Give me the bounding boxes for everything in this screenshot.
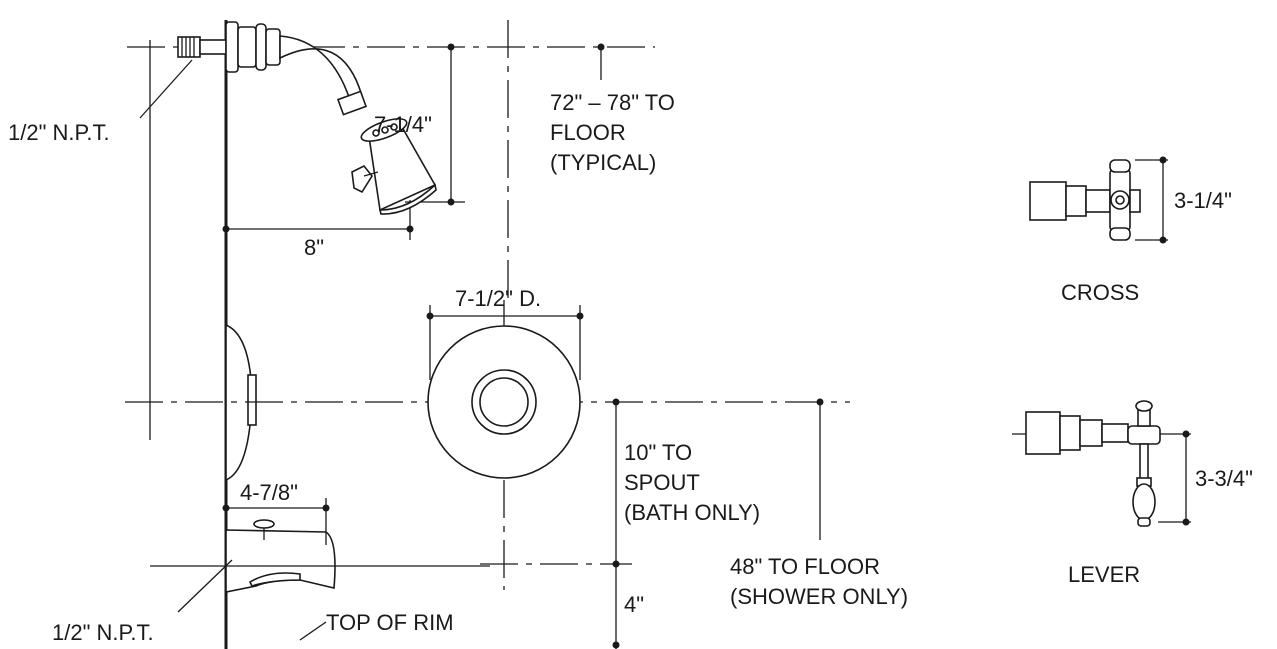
- label-top-of-rim: TOP OF RIM: [326, 610, 454, 635]
- label-floor-72-78-line2: FLOOR: [550, 120, 626, 145]
- dimension-7-1-2-d: [426, 305, 584, 380]
- lever-dimension: [1158, 430, 1191, 526]
- cross-dimension: [1135, 156, 1168, 244]
- label-7-1-4: 7-1/4": [374, 112, 432, 137]
- wall: [149, 20, 228, 649]
- label-spout-line3: (BATH ONLY): [624, 500, 760, 525]
- label-8: 8": [304, 235, 324, 260]
- escutcheon-front-icon: [427, 325, 581, 479]
- label-cross-dimension: 3-1/4": [1174, 188, 1232, 213]
- leader-npt-bottom: [177, 559, 233, 613]
- label-48-line2: (SHOWER ONLY): [730, 584, 908, 609]
- label-lever: LEVER: [1068, 562, 1140, 587]
- leader-npt-top: [139, 59, 193, 119]
- label-4-7-8: 4-7/8": [240, 480, 298, 505]
- shower-height-dimension: [597, 43, 605, 80]
- label-npt-top: 1/2" N.P.T.: [8, 120, 110, 145]
- label-spout-line2: SPOUT: [624, 470, 700, 495]
- label-npt-bottom: 1/2" N.P.T.: [52, 620, 154, 645]
- label-48-line1: 48" TO FLOOR: [730, 554, 880, 579]
- lever-handle-icon: [1012, 400, 1161, 527]
- label-lever-dimension: 3-3/4": [1195, 466, 1253, 491]
- label-7-1-2-d: 7-1/2" D.: [455, 286, 541, 311]
- cross-handle-icon: [1029, 159, 1141, 241]
- label-floor-72-78-line1: 72" – 78" TO: [550, 90, 675, 115]
- valve-trim-side-icon: [225, 323, 257, 482]
- shower-arm-icon: [177, 21, 368, 116]
- dimension-10-to-spout: [612, 398, 620, 649]
- label-4: 4": [624, 592, 644, 617]
- dimension-48-to-floor: [816, 398, 824, 540]
- leader-top-of-rim: [299, 621, 327, 641]
- label-cross: CROSS: [1061, 280, 1139, 305]
- label-floor-72-78-line3: (TYPICAL): [550, 150, 656, 175]
- label-spout-line1: 10" TO: [624, 440, 692, 465]
- dimension-4-7-8: [222, 498, 330, 545]
- shower-head-icon: [351, 118, 437, 215]
- tub-spout-icon: [150, 519, 490, 593]
